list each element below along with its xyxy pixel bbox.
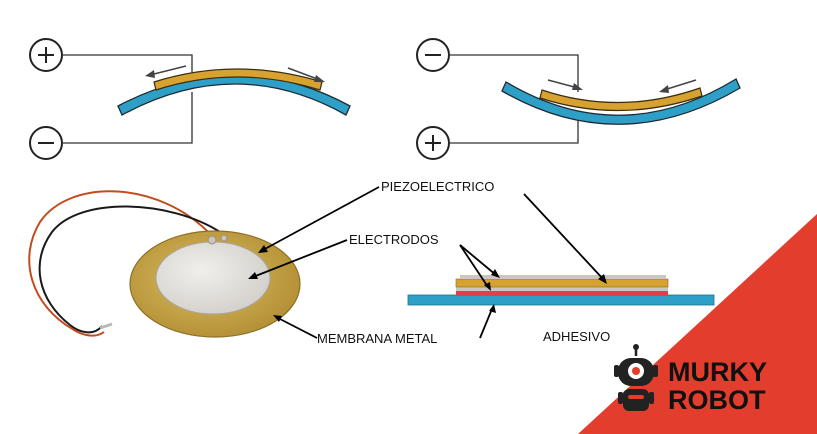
wire-positive <box>449 120 579 144</box>
arrowhead-icon <box>248 272 258 279</box>
piezo-disc <box>28 190 301 338</box>
electrode-strip-bottom <box>456 287 668 291</box>
leader-electrodes-bottom <box>459 244 489 288</box>
negative-terminal-icon <box>416 38 450 72</box>
label-piezoelectrico: PIEZOELECTRICO <box>381 179 494 194</box>
expansion-arrow-right-icon <box>287 67 325 82</box>
wire-positive <box>62 54 193 80</box>
bending-diagram-concave <box>416 38 741 160</box>
negative-terminal-icon <box>29 126 63 160</box>
lead-wire-black <box>38 205 221 334</box>
leader-electrodes-disc <box>252 239 348 278</box>
piezo-layer <box>153 68 323 91</box>
bending-diagram-convex <box>29 38 351 160</box>
wire-negative <box>449 54 579 92</box>
solder-joint <box>207 235 217 245</box>
arrowhead-icon <box>484 282 491 291</box>
label-adhesivo: ADHESIVO <box>543 329 610 344</box>
label-membrana-metal: MEMBRANA METAL <box>317 331 437 346</box>
contraction-arrow-left-icon <box>659 79 697 93</box>
positive-terminal-icon <box>29 38 63 72</box>
electrode-strip-top <box>460 275 666 279</box>
arrowhead-icon <box>491 269 500 278</box>
contraction-arrow-right-icon <box>547 79 583 90</box>
contraction-arrow-left-icon <box>145 65 187 78</box>
lead-wire-red <box>28 190 213 337</box>
arrowhead-icon <box>598 274 607 284</box>
arrowhead-icon <box>489 304 496 313</box>
label-electrodos: ELECTRODOS <box>349 232 439 247</box>
solder-joint <box>220 234 228 242</box>
cross-section <box>407 275 715 306</box>
brand-corner: MURKY ROBOT <box>578 214 817 434</box>
leader-piezo-disc <box>262 186 380 251</box>
leader-piezo-section <box>523 193 605 281</box>
robot-mascot-icon <box>614 344 658 411</box>
leader-electrodes-top <box>459 244 497 276</box>
labels: PIEZOELECTRICO ELECTRODOS MEMBRANA METAL… <box>248 179 610 346</box>
arrowhead-icon <box>258 245 268 253</box>
arrowhead-icon <box>273 315 282 322</box>
positive-terminal-icon <box>416 126 450 160</box>
membrane-strip <box>407 294 715 306</box>
wire-tip <box>99 322 113 330</box>
piezo-layer <box>539 87 703 112</box>
adhesive-strip <box>456 291 668 295</box>
brand-name-line1: MURKY <box>668 357 767 387</box>
wire-negative <box>62 92 193 144</box>
leader-membrane-section <box>479 308 493 339</box>
membrane-layer <box>501 78 741 125</box>
brand-name-line2: ROBOT <box>668 385 766 415</box>
leader-membrane-disc <box>277 317 318 339</box>
